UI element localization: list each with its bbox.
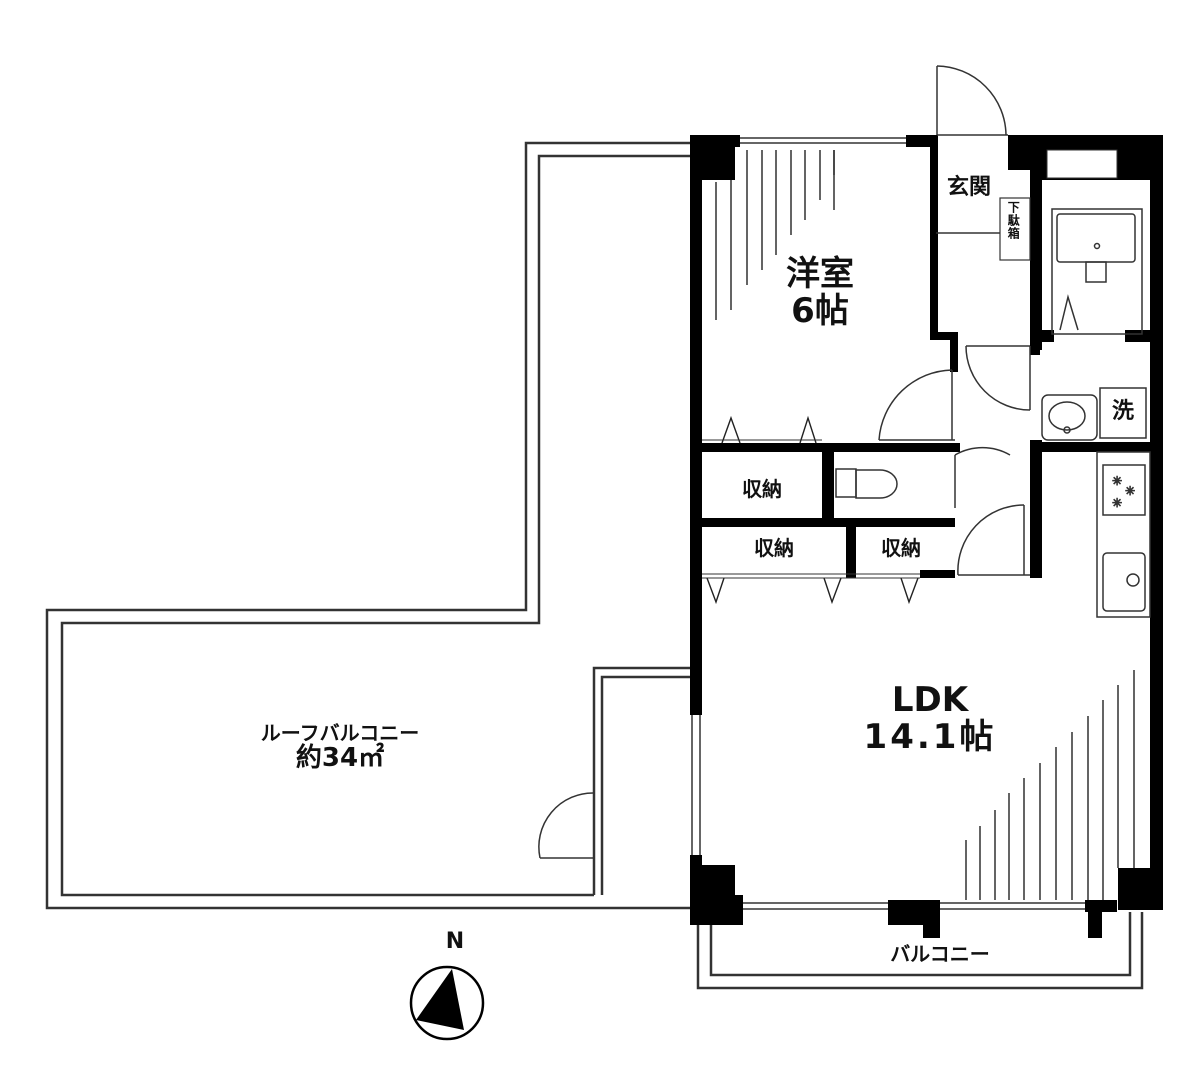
wash-door bbox=[965, 345, 1031, 411]
washer-label: 洗 bbox=[1111, 399, 1134, 424]
ldk-hatch bbox=[965, 670, 1135, 900]
storage-label-2: 収納 bbox=[754, 536, 794, 560]
toilet bbox=[835, 468, 898, 499]
roof-balcony-door bbox=[538, 792, 595, 859]
ldk-label: LDK 14.1帖 bbox=[863, 680, 997, 758]
western-room-label: 洋室 6帖 bbox=[786, 254, 854, 332]
storage-label-1: 収納 bbox=[742, 477, 782, 501]
svg-text:✳: ✳ bbox=[1112, 474, 1122, 488]
room-door bbox=[878, 369, 955, 441]
washer-box bbox=[1099, 387, 1147, 439]
compass-icon bbox=[409, 965, 485, 1041]
closet-door-markers bbox=[706, 415, 919, 605]
balcony-label: バルコニー bbox=[890, 942, 990, 966]
roof-balcony-outline bbox=[45, 141, 690, 910]
left-window bbox=[691, 715, 701, 855]
vent-box bbox=[1046, 149, 1118, 179]
compass-north-label: N bbox=[445, 929, 465, 954]
shoe-box-label: 下駄箱 bbox=[1006, 201, 1021, 240]
shoe-box-outline bbox=[999, 197, 1031, 261]
kitchen-counter bbox=[1096, 451, 1151, 618]
roof-balcony-label: ルーフバルコニー 約34㎡ bbox=[260, 721, 420, 773]
ldk-door bbox=[957, 504, 1030, 576]
closet-hatch bbox=[715, 150, 835, 320]
bathtub bbox=[1051, 208, 1143, 335]
bottom-window bbox=[743, 902, 1085, 910]
storage-label-3: 収納 bbox=[881, 536, 921, 560]
balcony-outline bbox=[696, 912, 1144, 990]
svg-text:✳: ✳ bbox=[1125, 484, 1135, 498]
entrance-door bbox=[936, 65, 1008, 136]
wash-basin bbox=[1041, 394, 1098, 441]
stove-burners: ✳ ✳ ✳ bbox=[1112, 474, 1136, 511]
svg-text:✳: ✳ bbox=[1112, 496, 1122, 510]
entrance-label: 玄関 bbox=[946, 175, 991, 200]
top-window bbox=[740, 137, 906, 144]
toilet-door bbox=[954, 446, 1011, 508]
